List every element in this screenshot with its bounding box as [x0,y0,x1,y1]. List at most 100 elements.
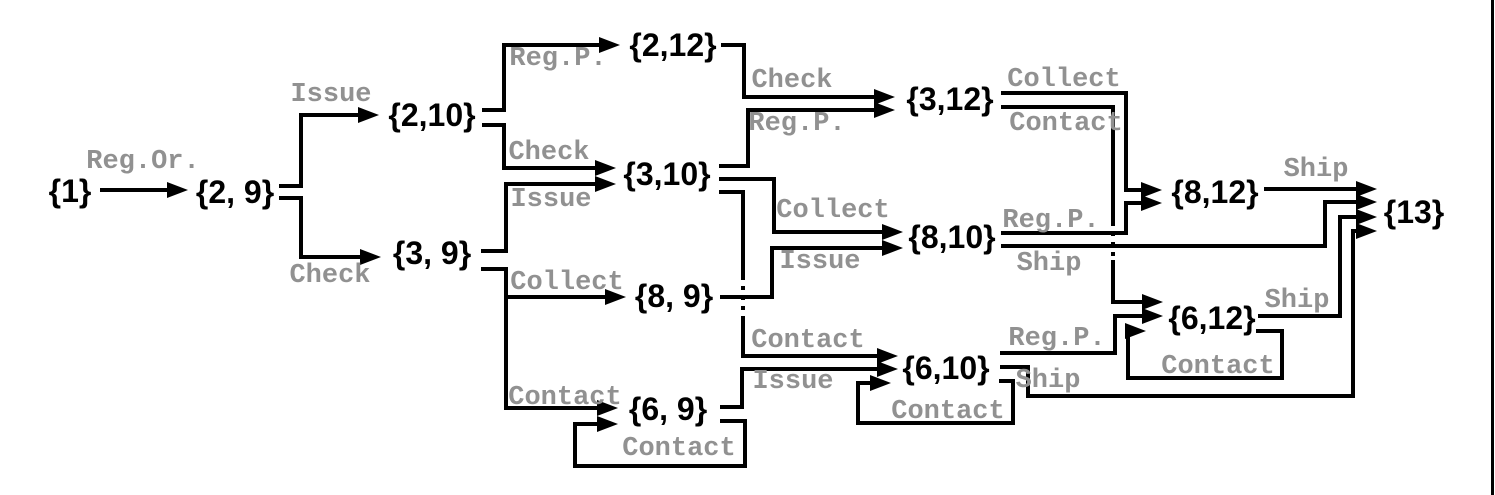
arrowhead-regor-1-29 [167,182,188,198]
edge-segment [720,367,882,409]
edge-label-contact-310-610: Contact [751,326,864,356]
edge-segment [719,190,745,278]
state-node-s2-10: {2,10} [388,97,475,133]
state-node-s13: {13} [1384,194,1445,230]
edge-contact-loop-612: Contact [1125,323,1284,382]
edge-label-check-212-312: Check [751,66,832,96]
edge-label-regp-810-812: Reg.P. [1002,206,1099,236]
edge-regp-210-212: Reg.P. [482,37,620,112]
edge-label-contact-312-612: Contact [1009,109,1122,139]
edge-label-contact-loop-612: Contact [1161,352,1274,382]
edge-segment [719,108,879,168]
edge-label-regor-1-29: Reg.Or. [86,147,199,177]
edge-segment [1000,229,1361,398]
edge-issue-69-610: Issue [720,361,898,409]
edge-collect-39-89: Collect [481,267,626,305]
edge-contact-loop-69: Contact [573,416,747,468]
edge-contact-loop-610: Contact [856,375,1015,427]
edge-segment [481,267,610,299]
state-node-s1: {1} [49,173,92,209]
edge-segment [721,43,879,99]
arrowhead-ship-812-13 [1356,181,1377,197]
edge-label-ship-612-13: Ship [1265,286,1330,316]
edge-label-regp-310-312: Reg.P. [748,109,845,139]
arrowhead-contact-312-612 [1142,294,1163,310]
arrowhead-issue-29-210 [358,107,379,123]
arrowhead-issue-39-310 [595,176,616,192]
edge-check-210-310: Check [482,123,616,176]
edge-regp-610-612: Reg.P. [1000,308,1163,355]
page-right-border [1491,0,1494,495]
state-node-s8-10: {8,10} [908,219,995,255]
edge-ship-612-13: Ship [1258,209,1377,318]
edge-segment [856,379,1015,425]
edge-regp-310-312: Reg.P. [719,102,895,168]
edge-segment [1001,201,1146,235]
edge-issue-89-810: Issue [720,240,903,299]
edge-segment [1258,215,1361,318]
arrowhead-contact-loop-612 [1125,323,1146,339]
arrowhead-contact-39-69 [597,400,618,416]
edge-check-29-39: Check [279,196,381,291]
arrowhead-check-29-39 [360,249,381,265]
state-node-s3-9: {3, 9} [393,235,471,271]
edge-label-collect-39-89: Collect [510,268,623,298]
edge-issue-29-210: Issue [279,80,379,188]
arrowhead-collect-310-810 [882,224,903,240]
state-node-s6-9: {6, 9} [629,391,707,427]
edge-contact-312-612: Contact [1001,105,1163,310]
edge-label-regp-610-612: Reg.P. [1008,324,1105,354]
edge-ship-610-13: Ship [1000,223,1377,398]
state-node-s8-12: {8,12} [1171,174,1258,210]
edge-label-contact-loop-610: Contact [891,397,1004,427]
edge-label-check-29-39: Check [289,261,370,291]
arrowhead-regp-210-212 [599,37,620,53]
state-node-s6-10: {6,10} [902,350,989,386]
edge-segment [741,316,882,358]
edge-segment [1001,105,1115,224]
edge-label-collect-312-812: Collect [1007,65,1120,95]
state-node-s3-12: {3,12} [906,81,993,117]
edge-collect-312-812: Collect [1001,65,1162,198]
state-node-s6-12: {6,12} [1168,300,1255,336]
state-node-s2-12: {2,12} [629,27,716,63]
edge-segment [573,419,747,468]
state-node-s8-9: {8, 9} [635,278,713,314]
edge-regor-1-29: Reg.Or. [86,147,200,198]
arrowhead-regp-310-312 [874,102,895,118]
edge-segment [279,196,365,259]
edge-segment [1111,260,1147,304]
edge-check-212-312: Check [721,43,895,105]
state-node-s3-10: {3,10} [623,156,710,192]
edge-label-ship-812-13: Ship [1284,155,1349,185]
edge-contact-310-610: Contact [719,190,898,364]
edge-segment [1001,91,1146,192]
arrowhead-contact-loop-69 [597,416,618,432]
arrowhead-check-212-312 [874,89,895,105]
edge-ship-812-13: Ship [1264,155,1377,197]
edge-label-ship-610-13: Ship [1016,366,1081,396]
edge-label-issue-69-610: Issue [752,367,833,397]
edge-segment [1001,200,1361,248]
edge-label-collect-310-810: Collect [776,196,889,226]
edge-segment [504,293,602,410]
edge-segment [720,246,887,299]
arrowhead-regp-610-612 [1142,308,1163,324]
edge-issue-39-310: Issue [481,176,616,253]
edge-label-regp-210-212: Reg.P. [509,44,606,74]
arrowhead-ship-810-13 [1356,194,1377,210]
edge-segment [481,182,600,253]
edge-segment [279,113,363,188]
arrowhead-contact-310-610 [877,348,898,364]
arrowhead-issue-89-810 [882,240,903,256]
edge-segment [1126,329,1284,380]
state-node-s2-9: {2, 9} [196,174,274,210]
edge-label-ship-810-13: Ship [1017,249,1082,279]
edge-segment [482,43,604,112]
arrowhead-regp-810-812 [1141,195,1162,211]
arrowhead-check-210-310 [595,160,616,176]
arrowhead-ship-610-13 [1356,223,1377,239]
arrowhead-ship-612-13 [1356,209,1377,225]
arrowhead-issue-69-610 [877,361,898,377]
